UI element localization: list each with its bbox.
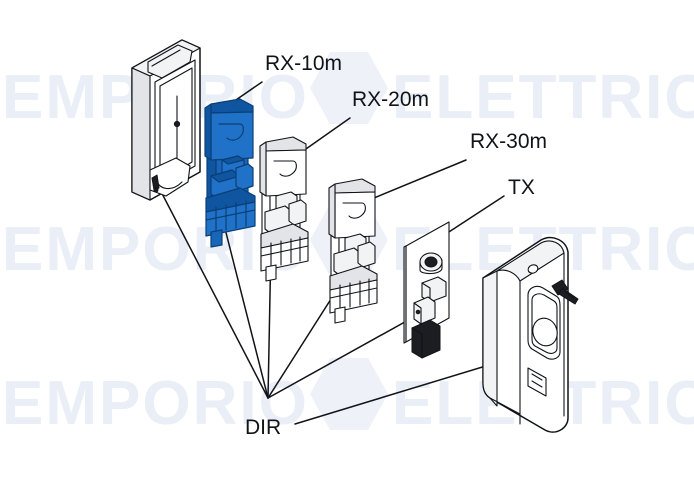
screw-thread-line (564, 291, 575, 299)
housing-back-gland-notch (151, 174, 160, 191)
fixing-screw[interactable] (551, 279, 579, 305)
rx10m-capacitor-c (235, 163, 254, 191)
rx20m-top-block-top (265, 136, 307, 152)
part-labels-group: RX-10m RX-20m RX-30m TX DIR (245, 52, 547, 439)
dir-lens-circle (532, 317, 558, 347)
tx-battery-body (419, 259, 443, 275)
dir-cover-left-face (482, 270, 498, 407)
rx30m-terminal-slots (329, 278, 378, 310)
pcb-board-rx-30m[interactable] (328, 178, 378, 324)
watermark-hexagon-icon (310, 358, 388, 430)
leader-line-tx (267, 317, 413, 399)
housing-back-screw-hole (153, 187, 159, 193)
rx30m-top-block-face (334, 191, 376, 239)
rx10m-top-block-side (204, 103, 212, 161)
tx-board-hole (415, 309, 421, 315)
rx20m-lens-marking (273, 160, 297, 177)
rx20m-capacitor-c (288, 199, 307, 226)
dir-lens-window-inner (531, 293, 558, 354)
dir-cable-entry-slot-2 (531, 380, 543, 388)
rx30m-lens-marking (342, 202, 366, 219)
watermark-text-left: EMPORIO (2, 215, 309, 284)
rx30m-terminal-top (329, 265, 378, 291)
label-rx-30m: RX-30m (470, 130, 547, 153)
rx20m-terminal-slots (260, 236, 309, 268)
housing-back-hood-edge (151, 49, 181, 67)
rx10m-capacitor-a-top (221, 155, 245, 165)
leader-line-rx10m (218, 204, 269, 399)
dir-cover-led-hole (527, 264, 539, 274)
leader-line-housing-back (154, 179, 269, 399)
dir-cable-entry-slot-1 (531, 373, 543, 381)
label-dir: DIR (245, 416, 281, 439)
dir-cover-bottom-bevel (489, 397, 521, 415)
rx10m-terminal-top (205, 187, 256, 213)
rx20m-top-block-side (259, 141, 267, 197)
leader-line-rx30m (267, 287, 339, 399)
pcb-board-tx[interactable] (403, 221, 450, 359)
label-tx: TX (508, 176, 535, 199)
rx20m-terminal-top (260, 223, 309, 249)
watermark-text-right: ELETTRICO (392, 63, 694, 132)
rx10m-board-bottom-tab (210, 229, 223, 248)
rx10m-lens-marking (218, 123, 244, 141)
tx-connector-block (411, 319, 441, 359)
rx10m-terminal-slots (205, 200, 256, 233)
dir-front-cover[interactable] (482, 236, 569, 433)
pcb-board-rx-20m[interactable] (259, 136, 309, 282)
pcb-board-rx-10m[interactable] (204, 98, 256, 248)
leader-lines-group (154, 179, 513, 425)
label-rx-10m: RX-10m (265, 52, 342, 75)
rx10m-top-block-face (210, 111, 254, 161)
housing-back-hood (147, 44, 193, 79)
rx30m-board-bottom-tab (334, 306, 346, 324)
tx-battery-contact (424, 256, 438, 268)
watermark-text-left: EMPORIO (2, 369, 309, 438)
tx-capacitor-a-edge (421, 282, 431, 303)
rx20m-terminal-face (260, 237, 309, 272)
label-rx-20m: RX-20m (352, 88, 429, 111)
tx-capacitor-b (413, 296, 436, 325)
tx-connector-edge (411, 327, 423, 359)
rx30m-terminal-face (329, 279, 378, 314)
housing-back-pin-boss (173, 120, 181, 128)
screw-shaft (558, 287, 579, 305)
rx20m-top-block-face (265, 149, 307, 197)
rx20m-board-bottom-tab (265, 264, 277, 282)
housing-back-inner-lip (159, 67, 193, 183)
dir-cable-entry (527, 367, 547, 397)
tx-capacitor-b-edge (413, 302, 422, 325)
watermark-hexagon-icon (310, 52, 388, 124)
tx-capacitor-a (421, 276, 447, 303)
rx30m-top-block-top (334, 178, 376, 194)
rx10m-terminal-face (205, 201, 256, 237)
leader-line-front-cover (294, 357, 513, 425)
receiver-housing-back-cover[interactable] (131, 39, 201, 201)
tx-board-edge (403, 245, 407, 344)
rx30m-capacitor-c (357, 241, 376, 268)
rx30m-top-block-side (328, 183, 336, 239)
housing-back-left-face (131, 67, 151, 201)
